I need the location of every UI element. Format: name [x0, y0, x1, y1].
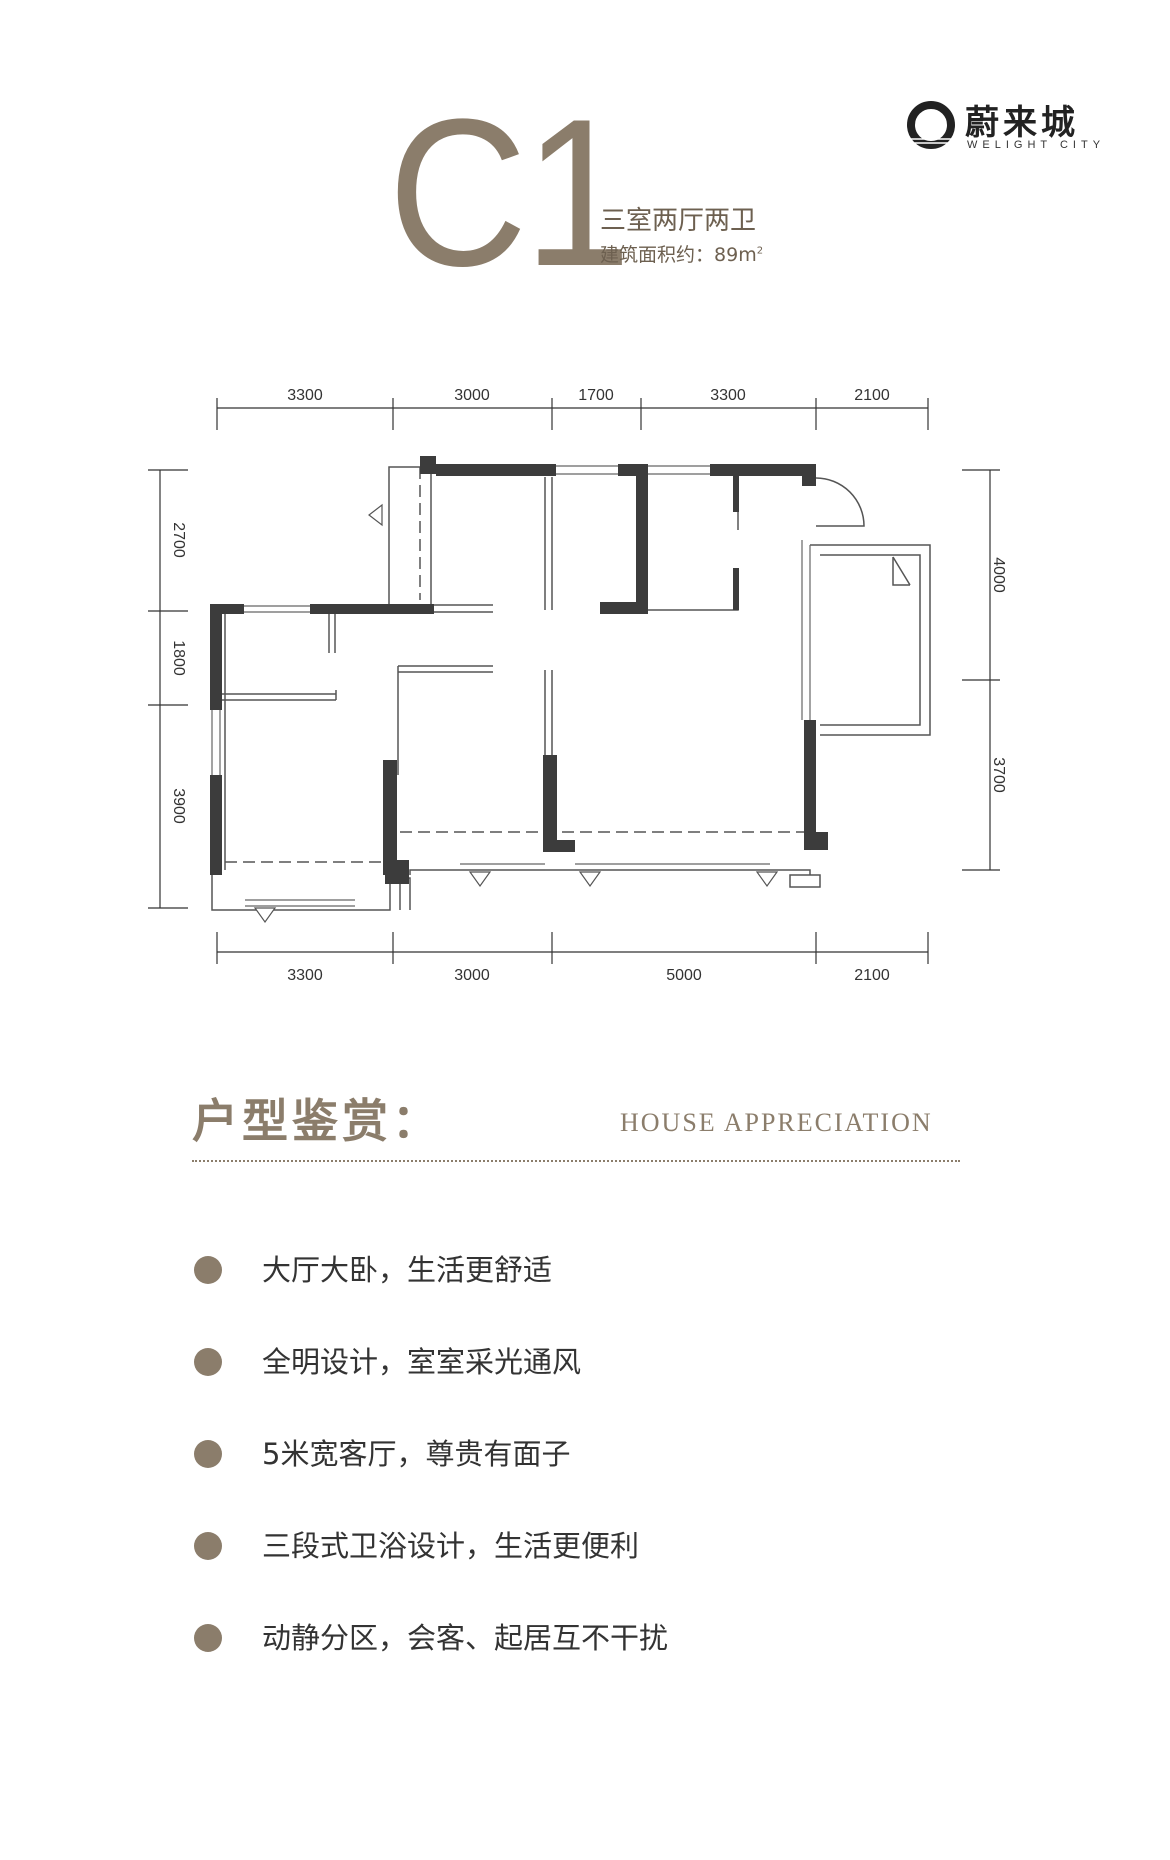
- unit-area: 建筑面积约：89m2: [600, 240, 763, 267]
- plan-dashes: [225, 467, 810, 863]
- feature-item: 5米宽客厅，尊贵有面子: [192, 1429, 992, 1521]
- section-title-en: HOUSE APPRECIATION: [620, 1108, 933, 1137]
- left-dim-3: 3900: [170, 788, 187, 824]
- unit-code: C1: [388, 75, 631, 310]
- feature-item: 三段式卫浴设计，生活更便利: [192, 1521, 992, 1613]
- top-dim-4: 3300: [710, 387, 746, 404]
- bullet-dot-icon: [194, 1624, 222, 1652]
- dimension-lines: [148, 398, 1000, 964]
- area-label: 建筑面积约：: [600, 244, 715, 266]
- bullet-dot-icon: [194, 1256, 222, 1284]
- area-value: 89m: [714, 244, 757, 266]
- top-dim-3: 1700: [578, 387, 614, 404]
- feature-item: 动静分区，会客、起居互不干扰: [192, 1613, 992, 1705]
- bottom-dim-3: 5000: [666, 967, 702, 984]
- feature-item: 全明设计，室室采光通风: [192, 1337, 992, 1429]
- left-dim-1: 2700: [170, 522, 187, 558]
- floor-plan: 3300 3000 1700 3300 2100 3300 3000 5000 …: [148, 387, 1007, 984]
- ac-markers: [253, 503, 779, 924]
- unit-layout: 三室两厅两卫: [600, 206, 757, 236]
- brand-ring-icon: [907, 101, 955, 149]
- top-dim-5: 2100: [854, 387, 890, 404]
- right-dim-2: 3700: [990, 757, 1007, 793]
- feature-text: 三段式卫浴设计，生活更便利: [262, 1529, 640, 1563]
- bottom-dim-2: 3000: [454, 967, 490, 984]
- right-dim-1: 4000: [990, 557, 1007, 593]
- bullet-dot-icon: [194, 1532, 222, 1560]
- bottom-dim-4: 2100: [854, 967, 890, 984]
- plan-walls: [210, 456, 828, 884]
- bottom-dim-1: 3300: [287, 967, 323, 984]
- top-dim-2: 3000: [454, 387, 490, 404]
- entry-door-icon: [815, 477, 865, 527]
- section-title-cn: 户型鉴赏：: [192, 1094, 442, 1148]
- brand-name-en: WELIGHT CITY: [967, 139, 1106, 151]
- bullet-dot-icon: [194, 1348, 222, 1376]
- plan-windows: [211, 465, 811, 907]
- bullet-dot-icon: [194, 1440, 222, 1468]
- feature-text: 5米宽客厅，尊贵有面子: [262, 1437, 571, 1471]
- feature-text: 大厅大卧，生活更舒适: [262, 1253, 553, 1287]
- area-unit-sup: 2: [756, 245, 764, 257]
- brand-logo: 蔚来城 WELIGHT CITY: [905, 95, 1115, 161]
- top-dim-1: 3300: [287, 387, 323, 404]
- feature-list: 大厅大卧，生活更舒适 全明设计，室室采光通风 5米宽客厅，尊贵有面子 三段式卫浴…: [192, 1245, 992, 1705]
- feature-text: 全明设计，室室采光通风: [262, 1345, 582, 1379]
- feature-item: 大厅大卧，生活更舒适: [192, 1245, 992, 1337]
- brand-name-cn: 蔚来城: [965, 103, 1079, 143]
- left-dim-2: 1800: [170, 640, 187, 676]
- feature-text: 动静分区，会客、起居互不干扰: [262, 1621, 669, 1655]
- section-divider: [192, 1160, 960, 1162]
